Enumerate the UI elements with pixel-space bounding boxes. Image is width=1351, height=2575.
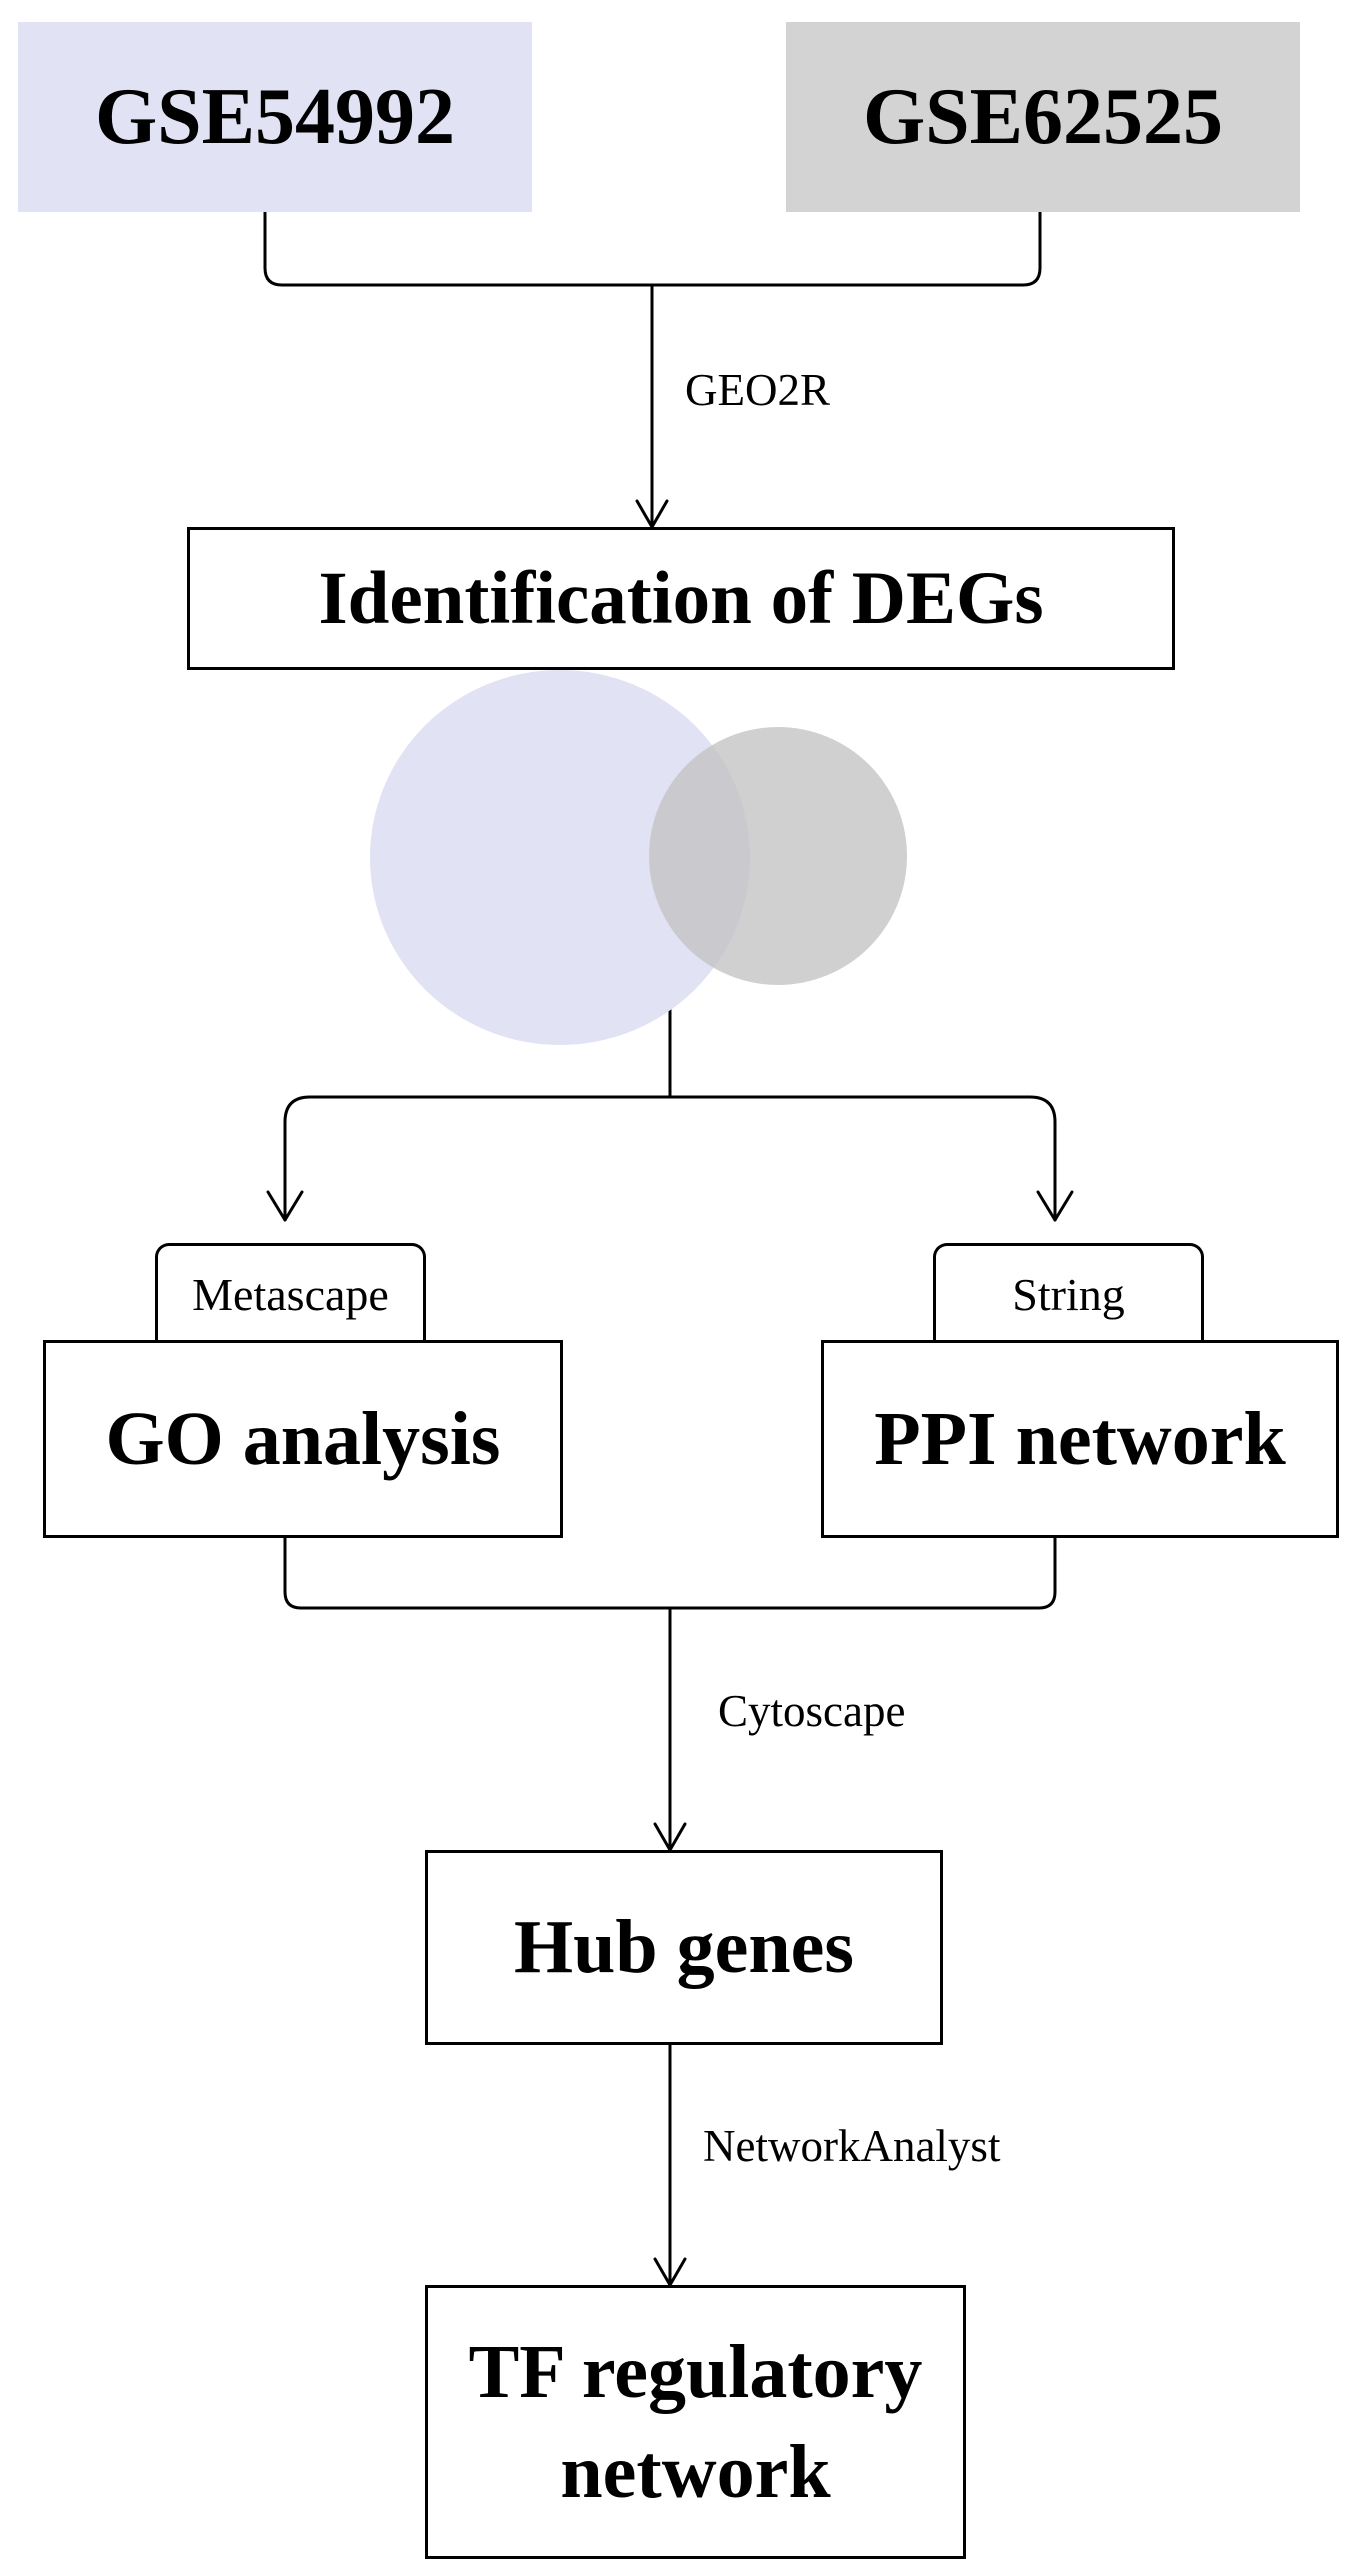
- networkanalyst-label: NetworkAnalyst: [703, 2121, 1001, 2171]
- deg-identification-box: Identification of DEGs: [187, 527, 1175, 670]
- hub-genes-box: Hub genes: [425, 1850, 943, 2045]
- ppi-arrowhead: [1036, 1190, 1074, 1222]
- go-arrowhead: [266, 1190, 304, 1222]
- hub-genes-label: Hub genes: [514, 1905, 854, 1989]
- dataset-box-right: GSE62525: [786, 22, 1300, 212]
- deg-identification-label: Identification of DEGs: [318, 556, 1044, 640]
- tf-network-box: TF regulatory network: [425, 2285, 966, 2559]
- dataset-right-label: GSE62525: [862, 72, 1224, 161]
- tf-network-label-line1: TF regulatory: [468, 2329, 923, 2414]
- metascape-label: Metascape: [192, 1269, 389, 1320]
- go-analysis-label: GO analysis: [105, 1396, 501, 1481]
- metascape-tab: Metascape: [155, 1243, 426, 1343]
- string-tab: String: [933, 1243, 1204, 1343]
- analysis-merge-bracket: [283, 1536, 1057, 1610]
- ppi-network-label: PPI network: [874, 1396, 1286, 1481]
- string-label: String: [1012, 1269, 1125, 1320]
- dataset-left-label: GSE54992: [94, 72, 456, 161]
- dataset-box-left: GSE54992: [18, 22, 532, 212]
- cytoscape-label: Cytoscape: [718, 1686, 906, 1736]
- ppi-network-box: PPI network: [821, 1340, 1339, 1538]
- tf-network-label-line2: network: [560, 2430, 831, 2514]
- venn-circle-right: [649, 727, 907, 985]
- go-analysis-box: GO analysis: [43, 1340, 563, 1538]
- geo2r-label: GEO2R: [685, 365, 830, 415]
- analysis-fork-bracket: [283, 1095, 1057, 1222]
- dataset-merge-bracket: [263, 210, 1042, 287]
